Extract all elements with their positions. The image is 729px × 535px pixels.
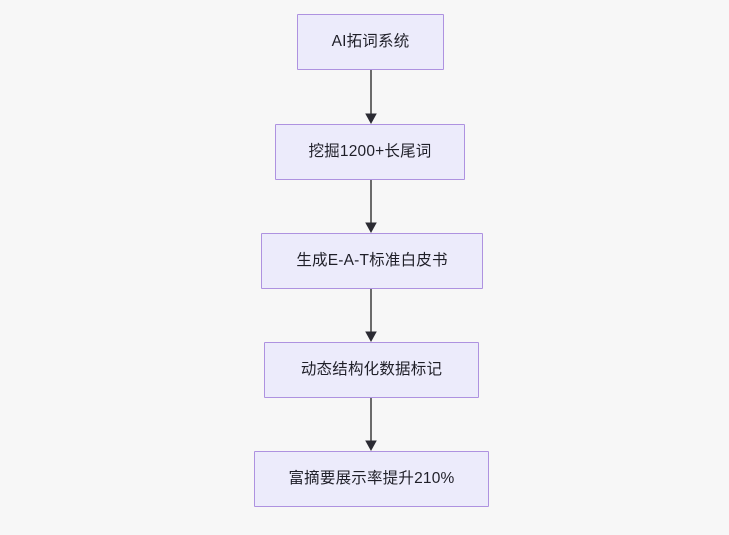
edge-n4-n5 [365, 398, 377, 451]
node-label: 挖掘1200+长尾词 [308, 142, 432, 160]
arrowhead-icon [365, 113, 377, 124]
arrowhead-icon [365, 440, 377, 451]
arrowhead-icon [365, 222, 377, 233]
flowchart-node-dynamic-structured-data-markup[interactable]: 动态结构化数据标记 [264, 342, 479, 398]
node-label: 动态结构化数据标记 [300, 360, 443, 378]
edge-n2-n3 [365, 180, 377, 233]
flowchart-node-generate-eat-whitepaper[interactable]: 生成E-A-T标准白皮书 [261, 233, 483, 289]
edge-n1-n2 [365, 70, 377, 124]
node-label: 富摘要展示率提升210% [288, 469, 455, 487]
flowchart-node-mine-longtail-keywords[interactable]: 挖掘1200+长尾词 [275, 124, 465, 180]
edge-n3-n4 [365, 289, 377, 342]
flowchart-node-rich-snippet-rate-increase[interactable]: 富摘要展示率提升210% [254, 451, 489, 507]
arrowhead-icon [365, 331, 377, 342]
node-label: AI拓词系统 [331, 32, 410, 50]
flowchart-node-ai-keyword-system[interactable]: AI拓词系统 [297, 14, 444, 70]
node-label: 生成E-A-T标准白皮书 [296, 251, 448, 269]
